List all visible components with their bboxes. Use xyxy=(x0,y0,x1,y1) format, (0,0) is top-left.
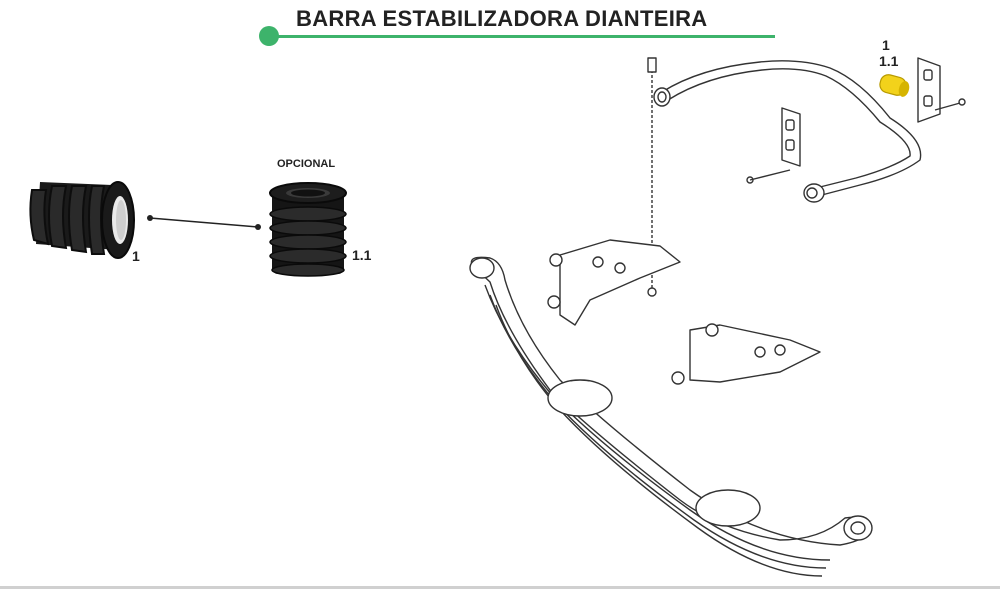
callout-number-1: 1 xyxy=(882,37,890,53)
page-title: BARRA ESTABILIZADORA DIANTEIRA xyxy=(296,6,708,31)
callout-number-1-1: 1.1 xyxy=(879,53,899,69)
highlighted-bushing-callout xyxy=(879,74,910,97)
title-accent-dot xyxy=(259,26,279,46)
title-underline xyxy=(270,35,775,38)
bottom-divider xyxy=(0,586,1000,589)
part-number-1-1: 1.1 xyxy=(352,247,372,263)
part-number-1: 1 xyxy=(132,248,140,264)
bushing-1-illustration xyxy=(29,181,135,259)
part-connector-line xyxy=(149,217,259,228)
bushing-1-1-illustration xyxy=(269,182,347,277)
stabilizer-assembly-drawing xyxy=(469,57,966,577)
optional-label: OPCIONAL xyxy=(277,158,336,170)
